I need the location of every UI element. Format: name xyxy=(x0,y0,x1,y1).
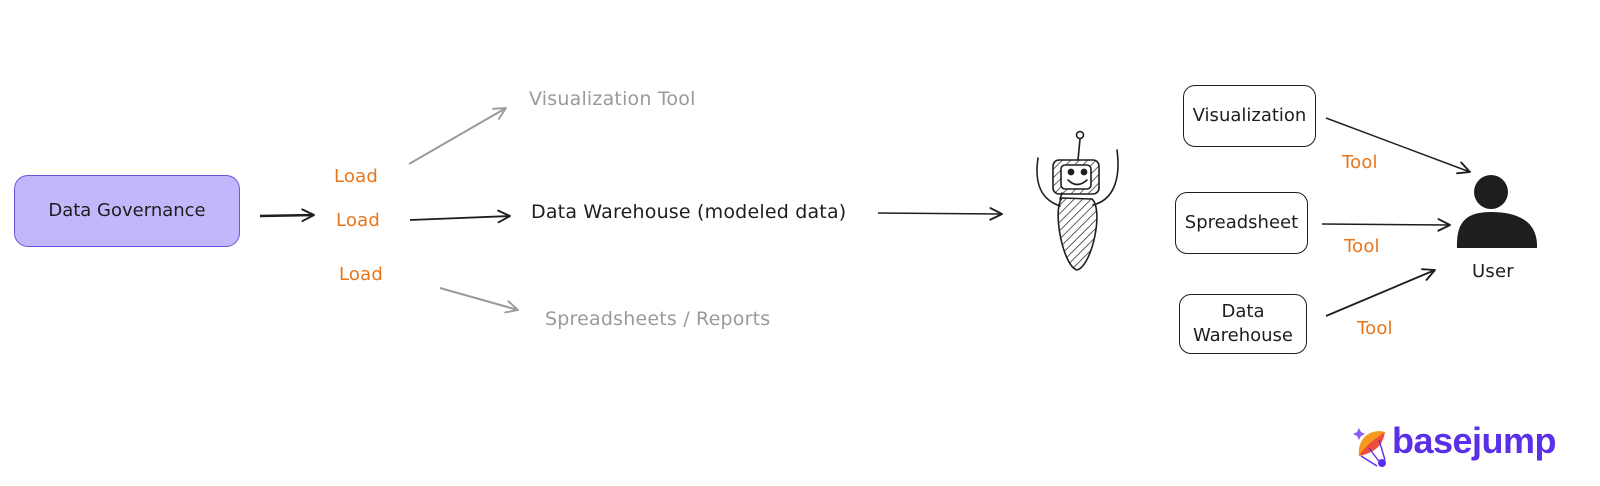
data-warehouse-node: Data Warehouse xyxy=(1179,294,1307,354)
visualization-label: Visualization xyxy=(1192,104,1307,126)
spreadsheets-reports-label: Spreadsheets / Reports xyxy=(545,308,771,330)
arrow-warehouse-to-user xyxy=(1325,268,1436,317)
data-warehouse-label: Data Warehouse (modeled data) xyxy=(531,201,847,223)
arrow-warehouse-to-robot xyxy=(877,207,1003,221)
load-label-mid: Load xyxy=(336,210,380,231)
tool-label-mid: Tool xyxy=(1344,236,1380,257)
spreadsheet-label: Spreadsheet xyxy=(1184,211,1299,233)
data-governance-label: Data Governance xyxy=(48,199,206,221)
visualization-tool-label: Visualization Tool xyxy=(529,88,696,110)
data-warehouse-line1: Data xyxy=(1221,300,1265,322)
tool-label-bottom: Tool xyxy=(1357,318,1393,339)
robot-icon xyxy=(1036,130,1119,271)
arrow-visualization-to-user xyxy=(1325,117,1471,175)
tool-label-top: Tool xyxy=(1342,152,1378,173)
data-governance-node: Data Governance xyxy=(14,175,240,247)
arrow-to-data-warehouse xyxy=(409,209,511,224)
data-warehouse-line2: Warehouse xyxy=(1192,325,1294,346)
user-icon xyxy=(1456,175,1538,248)
load-label-bottom: Load xyxy=(339,264,383,285)
brand-name: basejump xyxy=(1392,420,1557,461)
arrow-spreadsheet-to-user xyxy=(1321,218,1451,232)
load-label-top: Load xyxy=(334,166,378,187)
arrow-to-spreadsheets xyxy=(439,287,519,314)
brand: basejump xyxy=(1392,420,1557,462)
visualization-node: Visualization xyxy=(1183,85,1316,147)
spreadsheet-node: Spreadsheet xyxy=(1175,192,1308,254)
user-label: User xyxy=(1472,261,1514,282)
arrow-to-visualization-tool xyxy=(408,107,507,165)
arrow-governance-to-load xyxy=(259,208,315,222)
brand-logo-icon xyxy=(1353,428,1386,467)
